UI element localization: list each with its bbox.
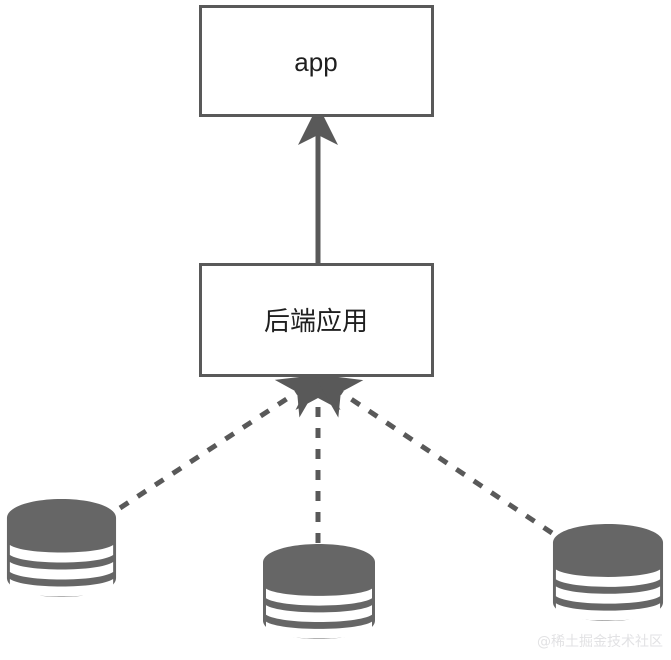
node-app-box bbox=[199, 5, 434, 117]
edge-db-left-to-backend bbox=[118, 374, 325, 511]
node-backend-label: 后端应用 bbox=[264, 306, 368, 336]
datastore-layer bbox=[6, 499, 664, 640]
edge-db-right-to-backend bbox=[313, 373, 554, 536]
database-icon-left[interactable] bbox=[6, 499, 117, 597]
database-icon-center[interactable] bbox=[263, 543, 375, 640]
watermark: @稀土掘金技术社区 bbox=[537, 634, 663, 650]
node-backend[interactable]: 后端应用 bbox=[199, 263, 434, 377]
node-app-label: app bbox=[294, 47, 337, 77]
node-backend-box bbox=[199, 263, 434, 377]
node-app[interactable]: app bbox=[199, 5, 434, 117]
database-icon-right[interactable] bbox=[552, 523, 664, 622]
